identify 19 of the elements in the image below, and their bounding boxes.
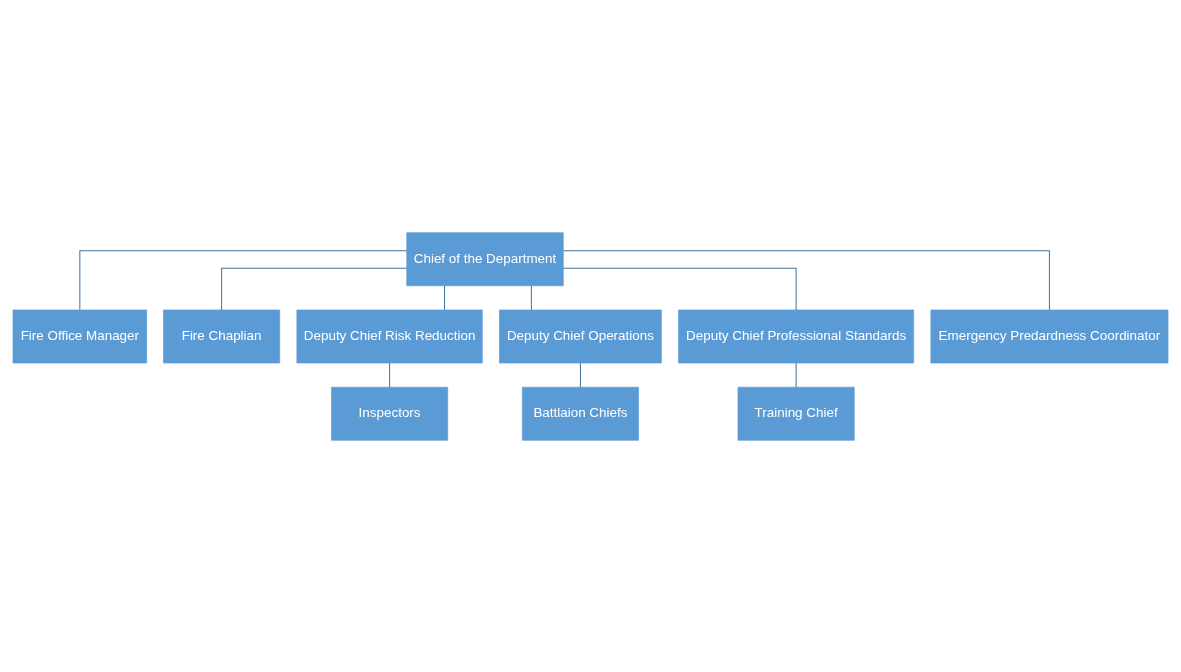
node-box: Deputy Chief Operations [499,309,662,363]
node-box: Deputy Chief Professional Standards [678,309,915,363]
node-box: Chief of the Department [406,231,564,286]
connector [389,362,391,388]
node-box: Battlaion Chiefs [521,386,639,441]
node-box: Fire Chaplian [163,309,281,363]
connector [562,267,797,310]
connector [563,249,1050,310]
node-box: Deputy Chief Risk Reduction [296,309,483,363]
connector [795,362,797,388]
node-box: Inspectors [331,386,449,441]
connector [79,249,408,310]
connector [221,267,408,310]
node-box: Training Chief [737,386,855,441]
node-box: Fire Office Manager [12,309,148,363]
connector [530,284,532,310]
connector [579,362,581,388]
connector [444,284,446,310]
node-box: Emergency Predardness Coordinator [930,309,1169,363]
